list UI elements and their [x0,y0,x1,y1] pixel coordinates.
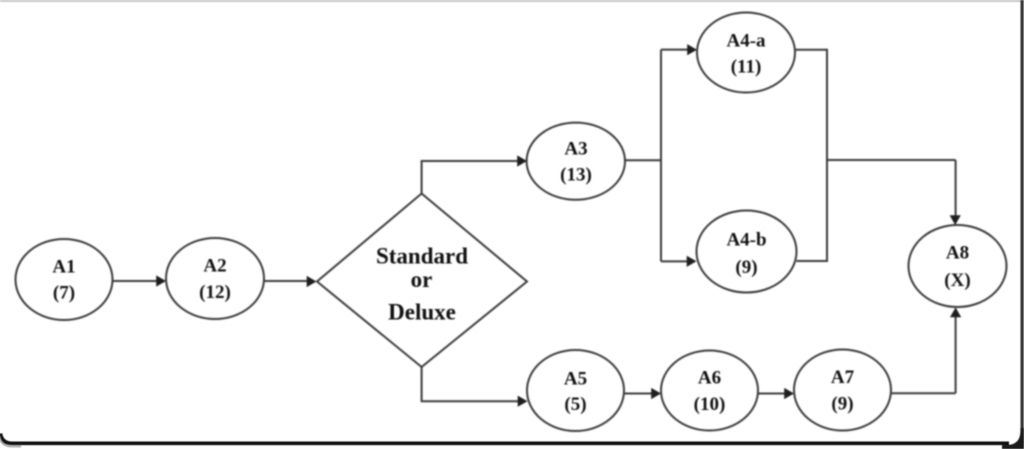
svg-text:(9): (9) [735,257,757,278]
svg-text:(13): (13) [560,165,592,186]
svg-text:A4-b: A4-b [726,230,766,251]
svg-text:A3: A3 [564,139,587,160]
svg-text:(10): (10) [694,394,726,415]
svg-text:A2: A2 [203,256,226,277]
svg-text:A4-a: A4-a [726,31,766,52]
svg-text:Deluxe: Deluxe [388,300,456,325]
svg-text:(5): (5) [564,394,586,415]
svg-text:A6: A6 [698,368,721,389]
svg-text:Standard: Standard [376,244,468,269]
svg-text:A1: A1 [52,257,75,278]
svg-text:or: or [411,267,433,292]
svg-text:(7): (7) [53,283,75,304]
svg-text:(X): (X) [944,270,970,291]
svg-text:(11): (11) [731,57,762,78]
svg-text:(12): (12) [199,282,231,303]
svg-text:A5: A5 [564,369,587,390]
svg-text:A8: A8 [946,243,969,264]
svg-text:A7: A7 [831,367,855,388]
svg-text:(9): (9) [831,394,853,415]
